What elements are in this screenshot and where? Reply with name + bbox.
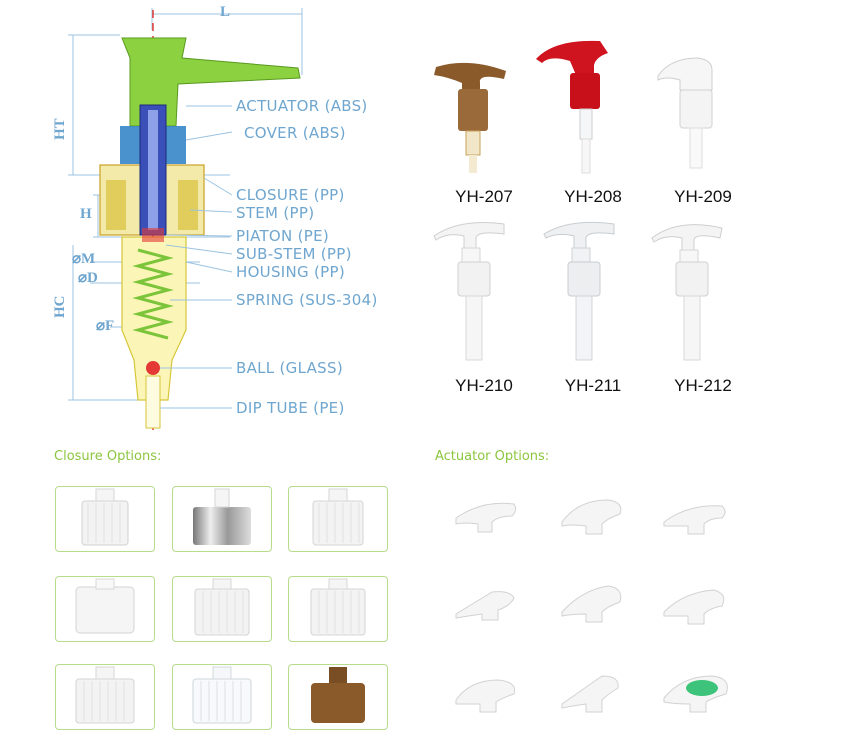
pump-yh-212 bbox=[651, 224, 723, 361]
pump-yh-208 bbox=[536, 40, 608, 174]
closure-option[interactable] bbox=[288, 486, 388, 552]
dim-d-label: ⌀D bbox=[78, 270, 98, 286]
closure-option[interactable] bbox=[172, 486, 272, 552]
part-label-housing: HOUSING (PP) bbox=[236, 263, 346, 281]
model-label-yh-208: YH-208 bbox=[564, 187, 622, 206]
closure-ribbed-white-image bbox=[81, 488, 129, 546]
part-label-piston: PIATON (PE) bbox=[236, 227, 330, 245]
closure-ribbed-white-image bbox=[194, 578, 250, 636]
dim-f-label: ⌀F bbox=[96, 318, 115, 334]
part-label-cover: COVER (ABS) bbox=[244, 124, 346, 142]
part-label-spring: SPRING (SUS-304) bbox=[236, 291, 378, 309]
model-label-yh-209: YH-209 bbox=[674, 187, 732, 206]
actuator-pointed-white-image[interactable] bbox=[558, 670, 630, 718]
closure-brown-smooth-image bbox=[311, 667, 365, 723]
dim-m-label: ⌀M bbox=[72, 251, 96, 267]
part-label-closure: CLOSURE (PP) bbox=[236, 186, 345, 204]
closure-option[interactable] bbox=[172, 576, 272, 642]
actuator-options-title: Actuator Options: bbox=[435, 449, 550, 464]
closure-options-title: Closure Options: bbox=[54, 449, 162, 464]
model-label-yh-212: YH-212 bbox=[674, 376, 732, 395]
model-label-yh-210: YH-210 bbox=[455, 376, 513, 395]
actuator-rounded-white-image[interactable] bbox=[660, 582, 732, 630]
pump-yh-209 bbox=[657, 57, 713, 169]
actuator-teardrop-white-image[interactable] bbox=[558, 580, 630, 630]
actuator-round-white-image[interactable] bbox=[452, 672, 524, 718]
part-label-dip-tube: DIP TUBE (PE) bbox=[236, 399, 345, 417]
closure-option[interactable] bbox=[55, 576, 155, 642]
closure-clear-ribbed-image bbox=[192, 666, 252, 724]
actuator-flat-white-image[interactable] bbox=[452, 496, 522, 540]
closure-option[interactable] bbox=[288, 576, 388, 642]
model-label-yh-207: YH-207 bbox=[455, 187, 513, 206]
part-label-actuator: ACTUATOR (ABS) bbox=[236, 97, 368, 115]
closure-ribbed-white-image bbox=[312, 488, 364, 546]
closure-chrome-silver-image bbox=[193, 488, 251, 545]
actuator-curved-white-image[interactable] bbox=[660, 496, 732, 540]
closure-option[interactable] bbox=[172, 664, 272, 730]
pump-yh-211 bbox=[543, 221, 615, 361]
green-dot-icon bbox=[686, 680, 718, 696]
pump-diagram: L HT H ⌀M ⌀D HC ⌀F ACTUATOR (ABS) COVER … bbox=[0, 0, 420, 440]
closure-option[interactable] bbox=[288, 664, 388, 730]
model-label-yh-211: YH-211 bbox=[564, 376, 622, 395]
actuator-green-dot-white-image[interactable] bbox=[660, 668, 736, 718]
pump-yh-207 bbox=[434, 62, 506, 173]
closure-ribbed-white-image bbox=[75, 666, 135, 724]
part-label-ball: BALL (GLASS) bbox=[236, 359, 343, 377]
dim-ht-label: HT bbox=[52, 118, 68, 140]
part-label-stem: STEM (PP) bbox=[236, 204, 315, 222]
pump-yh-210 bbox=[433, 222, 505, 361]
dim-l-label: L bbox=[220, 4, 231, 20]
closure-option[interactable] bbox=[55, 486, 155, 552]
pump-cross-section bbox=[68, 8, 303, 430]
dim-hc-label: HC bbox=[52, 295, 68, 319]
dim-h-label: H bbox=[80, 206, 92, 222]
part-label-sub-stem: SUB-STEM (PP) bbox=[236, 245, 352, 263]
closure-smooth-white-image bbox=[75, 578, 135, 634]
actuator-angled-white-image[interactable] bbox=[452, 584, 524, 630]
closure-option[interactable] bbox=[55, 664, 155, 730]
actuator-rounded-white-image[interactable] bbox=[558, 494, 630, 540]
closure-ribbed-white-image bbox=[310, 578, 366, 636]
